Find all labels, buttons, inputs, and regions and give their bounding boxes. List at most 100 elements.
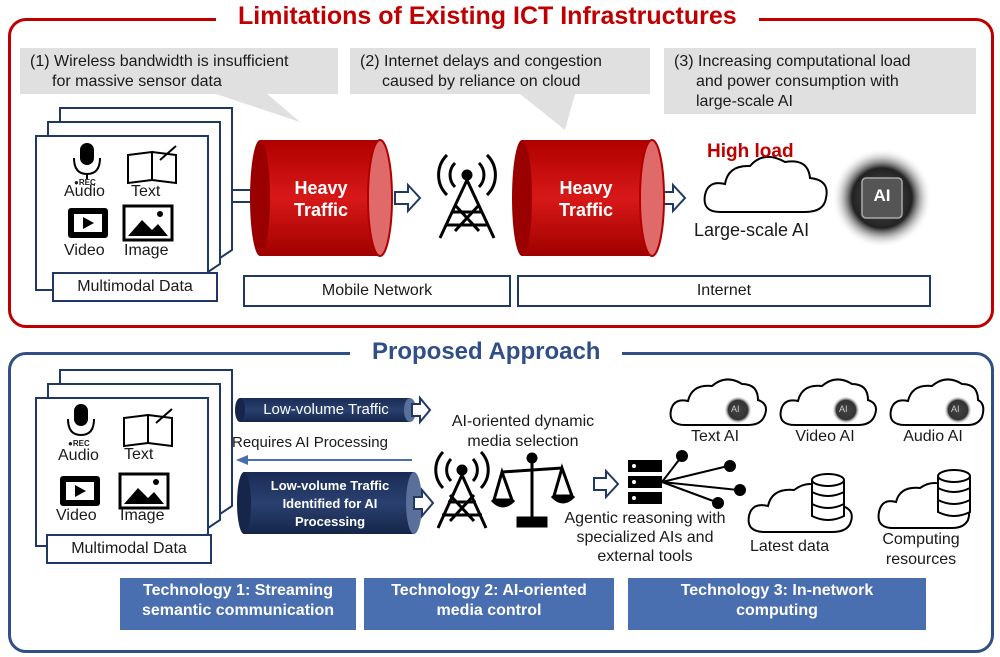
technology-2-line1: Technology 2: AI-oriented [391, 582, 587, 599]
identified-arrow [413, 487, 435, 519]
media-selection-line2: media selection [467, 433, 579, 450]
rec-label-bottom: ●REC [68, 439, 90, 448]
low-volume-traffic-label: Low-volume Traffic [263, 401, 389, 418]
limitations-title: Limitations of Existing ICT Infrastructu… [216, 2, 759, 31]
audio-ai-cloud-icon [889, 378, 985, 426]
text-ai-cloud-icon [669, 378, 767, 426]
multimodal-data-label: Multimodal Data [52, 272, 218, 302]
requires-ai-processing-label: Requires AI Processing [232, 434, 388, 451]
book-icon-bottom [123, 408, 173, 448]
callout-delays-line2: caused by reliance on cloud [382, 73, 581, 90]
callout-load-line1: (3) Increasing computational load [674, 53, 911, 70]
database-icon [811, 473, 845, 521]
heavy-traffic-2-label: Heavy Traffic [524, 177, 648, 221]
audio-label-bottom: Audio [58, 447, 99, 464]
computing-line1: Computing [882, 531, 960, 548]
identified-traffic-label: Low-volume Traffic Identified for AI Pro… [250, 477, 410, 531]
mic-icon [73, 143, 101, 179]
technology-3-box: Technology 3: In-network computing [628, 578, 926, 630]
scale-to-server-arrow [593, 468, 620, 500]
technology-3-line2: computing [736, 602, 818, 619]
image-icon [122, 204, 174, 242]
mic-icon-bottom [67, 404, 95, 437]
mobile-network-box [243, 275, 511, 307]
video-ai-cloud-icon [779, 378, 877, 426]
hub-connections [661, 450, 746, 509]
mobile-network-label: Mobile Network [321, 282, 433, 299]
callout-bandwidth-line2: for massive sensor data [52, 73, 222, 90]
technology-2-line2: media control [436, 602, 542, 619]
large-scale-ai-label: Large-scale AI [694, 220, 810, 240]
video-label: Video [64, 242, 105, 259]
agentic-line2: specialized AIs and [576, 529, 714, 546]
ai-chip-icon [832, 148, 932, 248]
heavy-traffic-2-line1: Heavy [559, 178, 613, 198]
multimodal-data-label-bottom: Multimodal Data [46, 534, 212, 564]
identified-line3: Processing [294, 514, 366, 529]
server-icon [628, 460, 662, 504]
technology-1-line2: semantic communication [141, 602, 335, 619]
callout1-tail [210, 92, 300, 122]
technology-2-box: Technology 2: AI-oriented media control [364, 578, 614, 630]
agentic-line3: external tools [597, 548, 693, 565]
identified-line2: Identified for AI [282, 496, 378, 511]
computing-database-icon [937, 469, 971, 517]
identified-line1: Low-volume Traffic [270, 478, 390, 493]
cell-tower-icon-bottom [434, 450, 490, 529]
video-ai-label: Video AI [795, 428, 855, 445]
audio-ai-label: Audio AI [903, 428, 963, 445]
agentic-reasoning-label: Agentic reasoning with specialized AIs a… [552, 509, 738, 566]
text-label: Text [131, 183, 161, 200]
heavy-traffic-pipe-1 [250, 139, 393, 257]
media-selection-label: AI-oriented dynamic media selection [438, 412, 608, 452]
low-volume-arrow [411, 395, 432, 425]
video-label-bottom: Video [56, 507, 97, 524]
pipe2-arrow [662, 182, 687, 214]
agentic-line1: Agentic reasoning with [564, 510, 726, 527]
image-label: Image [124, 242, 169, 259]
identified-pipe [237, 472, 422, 534]
callout-delays-line1: (2) Internet delays and congestion [360, 53, 602, 70]
media-selection-line1: AI-oriented dynamic [451, 413, 595, 430]
heavy-traffic-1-label: Heavy Traffic [262, 177, 380, 221]
proposed-approach-title: Proposed Approach [350, 338, 623, 366]
low-volume-pipe [235, 398, 416, 422]
heavy-traffic-1-line2: Traffic [293, 200, 349, 220]
data-to-pipe-connector [231, 189, 253, 203]
image-label-bottom: Image [120, 507, 165, 524]
text-label-bottom: Text [124, 446, 154, 463]
callout2-tail [520, 94, 575, 130]
internet-label: Internet [696, 282, 752, 299]
technology-1-line1: Technology 1: Streaming [143, 582, 333, 599]
ai-chip-label: AI [873, 186, 891, 205]
technology-1-box: Technology 1: Streaming semantic communi… [120, 578, 356, 630]
video-ai-badge: AI [839, 404, 848, 414]
pipe1-arrow [394, 182, 422, 214]
callout-bandwidth-line1: (1) Wireless bandwidth is insufficient [30, 53, 289, 70]
callout-bandwidth: (1) Wireless bandwidth is insufficient f… [20, 48, 338, 94]
computing-resources-label: Computing resources [866, 530, 976, 570]
heavy-traffic-1-line1: Heavy [294, 178, 348, 198]
video-folder-icon [68, 208, 108, 238]
high-load-label: High load [707, 141, 794, 162]
latest-data-label: Latest data [750, 538, 830, 555]
balance-scale-icon [490, 452, 576, 528]
computing-line2: resources [885, 551, 957, 568]
callout-delays: (2) Internet delays and congestion cause… [350, 48, 650, 94]
callout-load-line2: and power consumption with [696, 73, 899, 90]
heavy-traffic-pipe-2 [512, 139, 665, 257]
book-icon [127, 145, 177, 185]
video-folder-icon-bottom [60, 476, 100, 506]
internet-box [517, 275, 931, 307]
technology-3-line1: Technology 3: In-network [680, 582, 874, 599]
requires-ai-arrowhead [236, 455, 248, 465]
large-ai-cloud [703, 155, 828, 213]
image-icon-bottom [118, 472, 170, 510]
cell-tower-icon-top [437, 153, 497, 239]
audio-label: Audio [64, 183, 105, 200]
callout-load-line3: large-scale AI [696, 93, 793, 110]
audio-ai-badge: AI [951, 404, 960, 414]
heavy-traffic-2-line2: Traffic [558, 200, 614, 220]
text-ai-badge: AI [731, 404, 740, 414]
